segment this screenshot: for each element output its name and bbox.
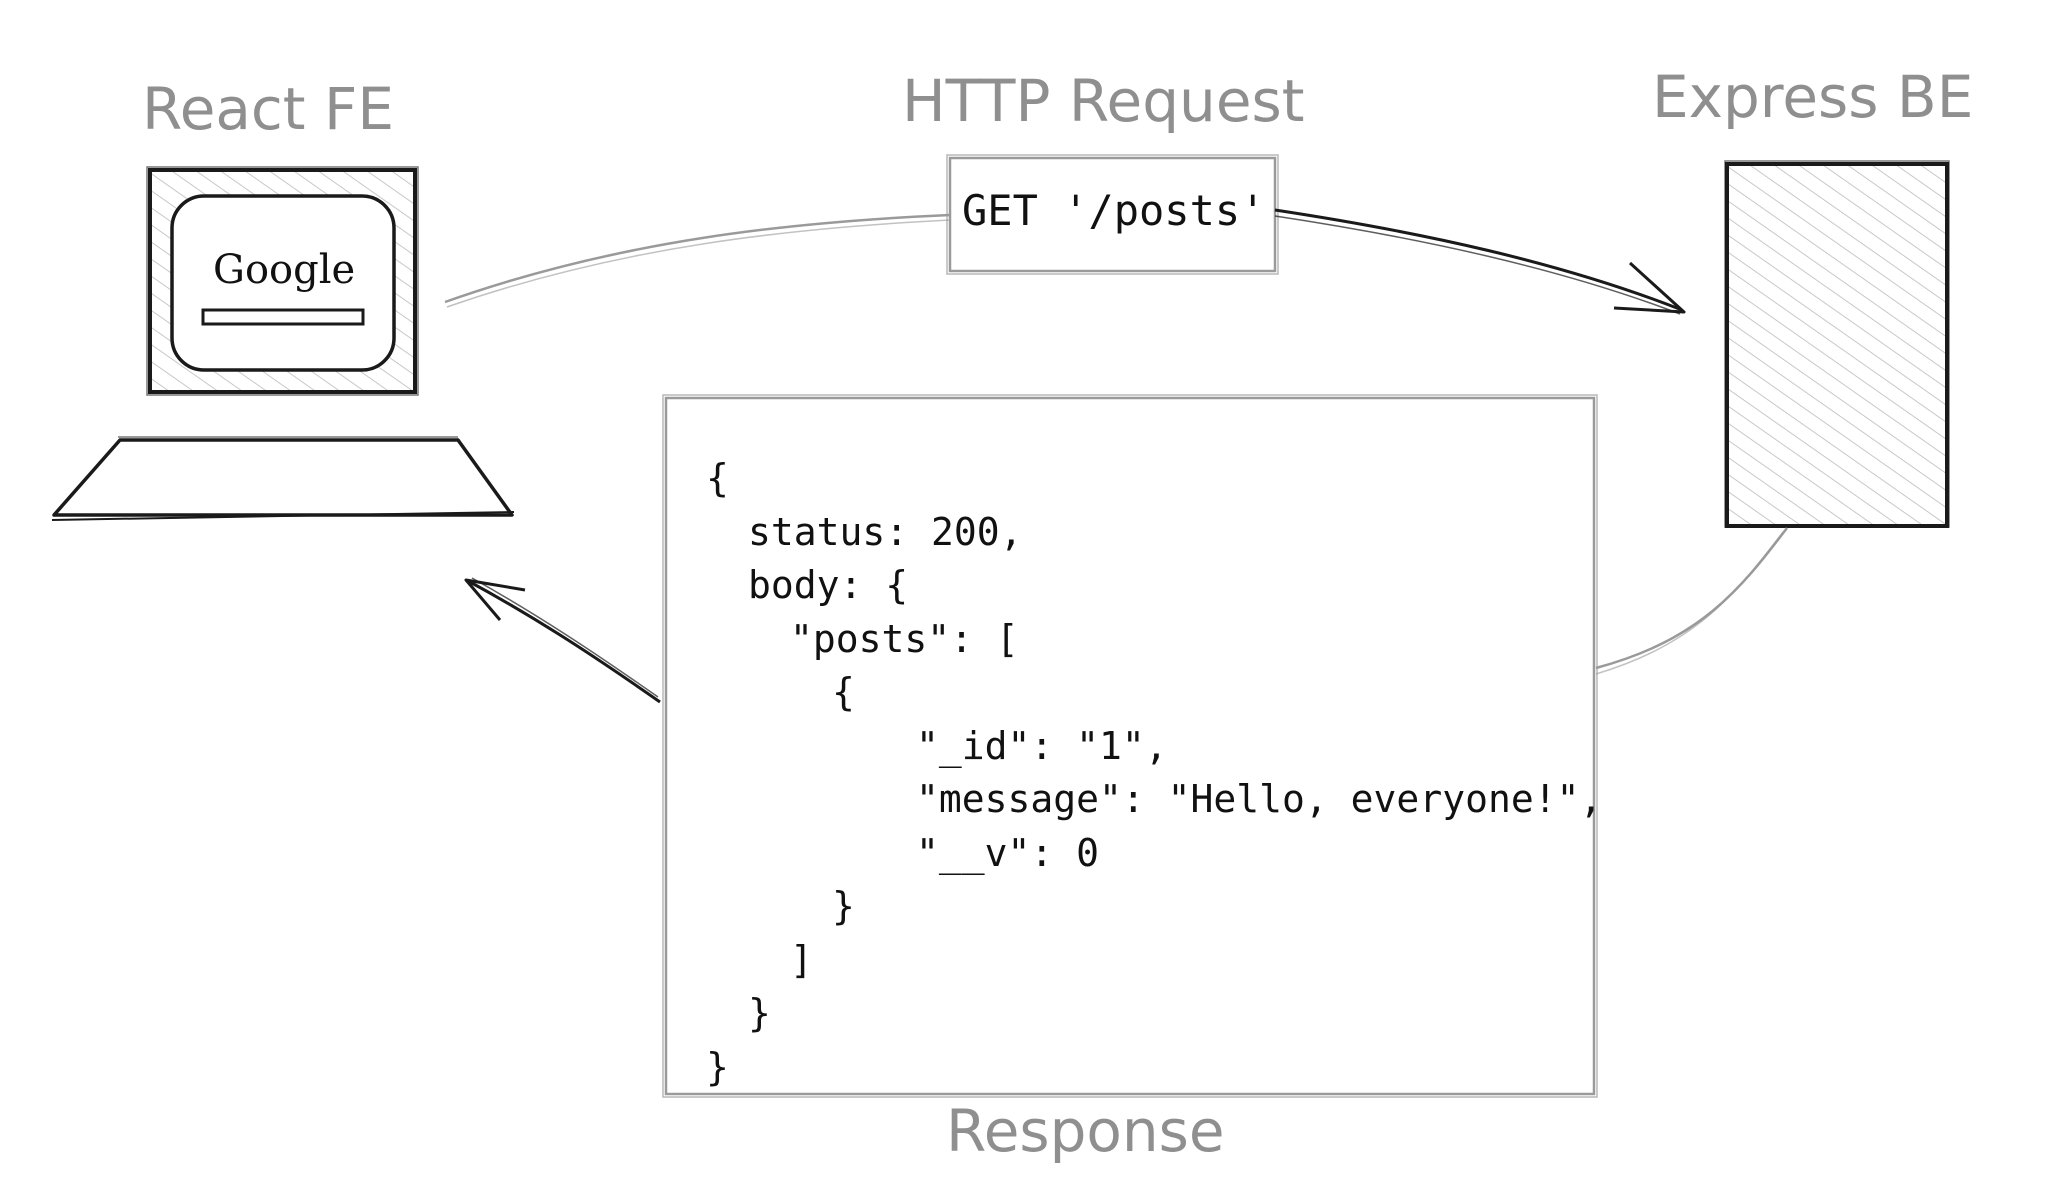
response-body-line: } [832,884,855,928]
request-connector-left [444,213,951,304]
google-logo-text: Google [213,247,356,293]
response-body-line: "posts": [ [790,616,1019,661]
laptop-icon [51,166,515,521]
backend-label: Express BE [1652,63,1974,131]
response-body-line: { [706,456,729,500]
response-arrow [464,577,661,704]
response-body-line: "message": "Hello, everyone!", [916,777,1603,821]
response-label: Response [946,1097,1225,1165]
response-body-line: body: { [748,563,909,607]
server-icon [1724,160,1950,528]
response-connector-right [1595,527,1788,670]
response-box [662,394,1598,1098]
response-body-line: { [832,670,855,714]
request-label: HTTP Request [902,67,1305,135]
request-arrow [1274,208,1686,315]
server-box [1725,162,1949,528]
response-body-line: } [706,1044,729,1089]
request-text: GET '/posts' [962,186,1266,235]
frontend-label: React FE [142,75,394,143]
search-bar-icon [201,308,365,326]
request-box [946,154,1279,275]
response-body-line: "_id": "1", [916,723,1168,768]
response-body-line: "__v": 0 [916,830,1100,875]
laptop-keyboard-base [52,438,514,517]
laptop-inner-screen [170,194,396,372]
response-body: { status: 200, body: { "posts": [ { "_id": "1… [706,452,1602,1094]
response-body-line: } [748,991,771,1035]
response-body-line: status: 200, [748,509,1023,554]
response-body-line: ] [790,937,813,982]
